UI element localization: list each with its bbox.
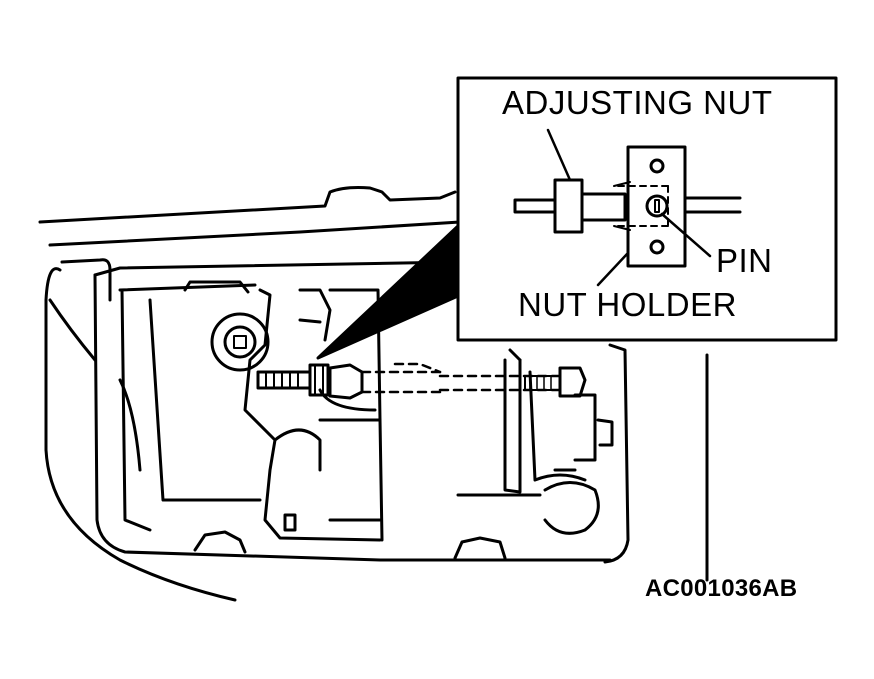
figure-code: AC001036AB: [645, 575, 798, 602]
detail-box: [456, 76, 838, 342]
console-outer-trim: [38, 186, 462, 602]
nut-holder-label: NUT HOLDER: [518, 286, 737, 323]
detail-leader: [316, 224, 460, 360]
adjusting-nut-label: ADJUSTING NUT: [502, 84, 773, 121]
pin-label: PIN: [716, 242, 773, 279]
brake-cable: [256, 362, 587, 400]
console-right-side: [456, 348, 709, 582]
console-pocket: [93, 260, 630, 564]
